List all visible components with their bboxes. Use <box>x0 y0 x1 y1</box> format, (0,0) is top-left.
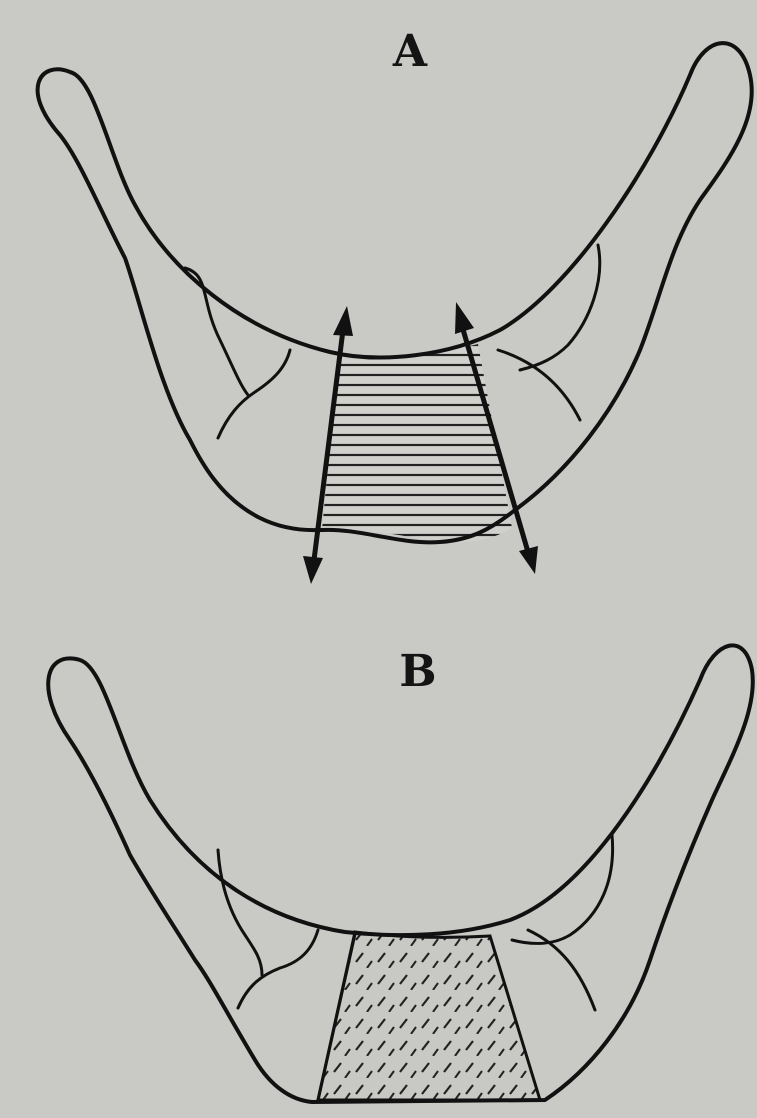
panel-a-label: A <box>392 26 428 77</box>
panel-b-label: B <box>399 646 436 697</box>
